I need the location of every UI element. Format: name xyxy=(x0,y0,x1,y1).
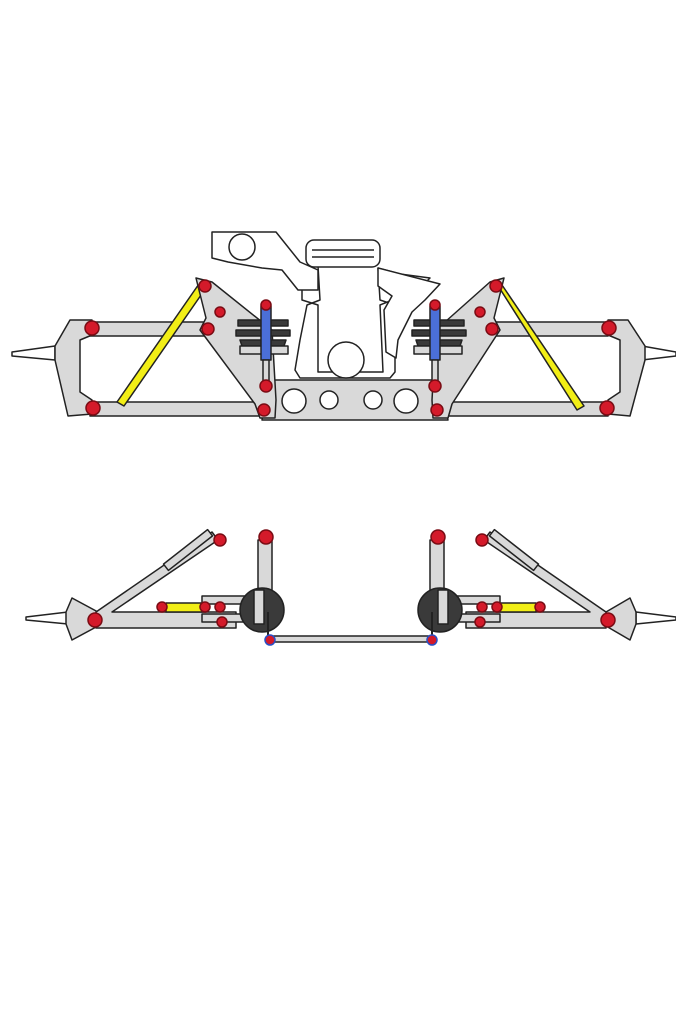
joint xyxy=(599,400,615,416)
upper-control-arm-left xyxy=(89,321,213,337)
upright-left xyxy=(54,319,93,417)
joint xyxy=(216,616,228,628)
lower-control-arm-left xyxy=(89,401,267,417)
joint xyxy=(430,403,444,417)
axle-stub-right-top xyxy=(635,611,676,625)
rocker-shaft-right xyxy=(437,589,449,625)
joint xyxy=(489,279,503,293)
diagonal-strut-right xyxy=(494,280,585,411)
intake-rib xyxy=(312,249,374,258)
left-front-suspension xyxy=(11,277,291,419)
rocker-arm-right xyxy=(431,277,505,419)
joint xyxy=(601,320,617,336)
left-bracket xyxy=(211,231,319,291)
crossmember-hole-3 xyxy=(363,390,383,410)
upright-right xyxy=(607,319,646,417)
joint xyxy=(214,306,226,318)
front-view-joints xyxy=(84,279,617,417)
a-arm-link-right xyxy=(488,528,540,572)
top-view xyxy=(25,528,676,646)
joint xyxy=(199,601,211,613)
joint xyxy=(429,299,441,311)
joint xyxy=(428,379,442,393)
joint xyxy=(198,279,212,293)
joint xyxy=(214,601,226,613)
chassis xyxy=(211,231,449,421)
joint xyxy=(474,616,486,628)
rocker-shaft-left xyxy=(253,589,265,625)
joint xyxy=(259,379,273,393)
diagonal-strut-left xyxy=(116,280,209,407)
upper-control-arm-right xyxy=(489,321,609,337)
axle-stub-left xyxy=(11,345,56,361)
joint xyxy=(201,322,215,336)
joint xyxy=(600,612,616,628)
crossmember-hole-2 xyxy=(319,390,339,410)
tie-rod-end-right xyxy=(426,634,438,646)
tie-rod-end-left xyxy=(264,634,276,646)
a-arm-link-left xyxy=(162,528,214,572)
top-view-joints xyxy=(87,529,616,628)
front-view xyxy=(11,231,676,421)
right-front-suspension xyxy=(411,277,676,419)
axle-stub-right xyxy=(641,345,676,361)
joint xyxy=(485,322,499,336)
engine-port xyxy=(327,341,365,379)
joint xyxy=(491,601,503,613)
joint xyxy=(430,529,446,545)
joint xyxy=(213,533,227,547)
shock-absorber-right xyxy=(429,305,441,361)
shock-absorber-left xyxy=(260,305,272,361)
right-bracket xyxy=(377,267,441,359)
chassis-intake xyxy=(305,239,381,268)
joint xyxy=(85,400,101,416)
joint xyxy=(84,320,100,336)
joint xyxy=(476,601,488,613)
joint xyxy=(156,601,168,613)
crossmember-hole-1 xyxy=(281,388,307,414)
joint xyxy=(475,533,489,547)
right-top-suspension xyxy=(417,528,676,641)
joint xyxy=(257,403,271,417)
crossmember-hole-4 xyxy=(393,388,419,414)
joint xyxy=(87,612,103,628)
tie-rod xyxy=(264,612,438,646)
joint xyxy=(258,529,274,545)
joint xyxy=(260,299,272,311)
joint xyxy=(534,601,546,613)
axle-stub-left-top xyxy=(25,611,69,625)
tie-rod-bar xyxy=(269,635,433,643)
bracket-hole xyxy=(228,233,256,261)
left-top-suspension xyxy=(25,528,285,641)
joint xyxy=(474,306,486,318)
